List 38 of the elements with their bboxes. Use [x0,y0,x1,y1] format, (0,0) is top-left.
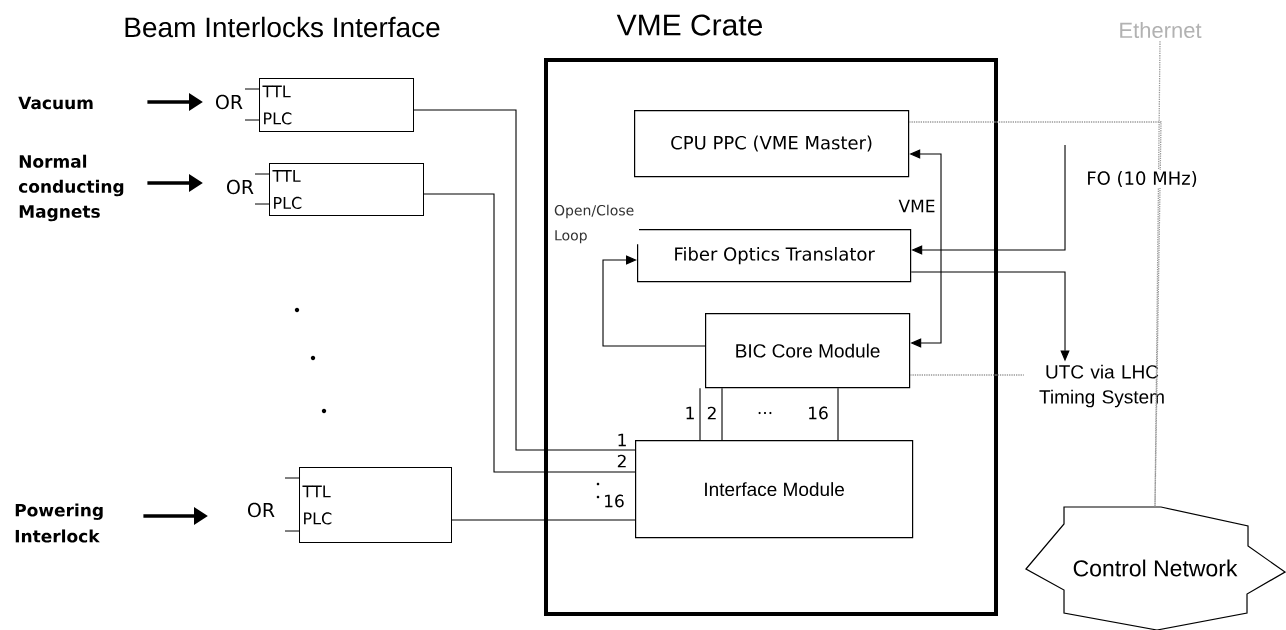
edge-label: 16 [806,405,830,421]
ellipsis-label: ... [758,411,772,415]
module-box: Interface Module [635,440,914,539]
signal-label: Powering Interlock [15,503,103,543]
edge-label: VME [897,198,937,214]
edge-label: 16 [602,493,626,509]
gate-box: TTL PLC [254,163,424,216]
edge-label: 1 [683,405,697,421]
edge-label: 2 [615,453,629,469]
heading: Beam Interlocks Interface [125,16,440,38]
gate-label: OR [227,179,254,195]
arrow [602,255,706,347]
connector-line [413,109,636,451]
edge-label: FO (10 MHz) [1085,170,1199,188]
signal-label: Vacuum [18,96,93,110]
node-label: VME Crate [616,14,762,36]
connector-line [721,387,723,441]
edge-label: 2 [705,405,719,421]
gate-label: OR [216,94,243,110]
edge-label: 1 [615,432,629,448]
dotted-line [1154,40,1161,507]
signal-label: Normal conducting Magnets [18,154,124,222]
connector-line [837,387,839,441]
gate-box: TTL PLC [284,467,452,543]
dotted-line [909,374,1025,376]
dotted-line [908,121,1162,507]
gate-box: TTL PLC [244,78,414,132]
edge-label: Open/Close Loop [553,203,639,245]
network-star: Control Network [1025,506,1286,630]
connector-line [451,519,636,521]
module-box: Fiber Optics Translator [637,229,912,283]
connector-line [699,387,701,441]
network-label: Ethernet [1120,21,1202,39]
connector-line [423,193,636,473]
gate-label: OR [248,502,275,518]
module-box: BIC Core Module [705,313,911,389]
module-box: CPU PPC (VME Master) [634,110,910,178]
timing-label: UTC via LHC Timing System [1039,364,1164,408]
